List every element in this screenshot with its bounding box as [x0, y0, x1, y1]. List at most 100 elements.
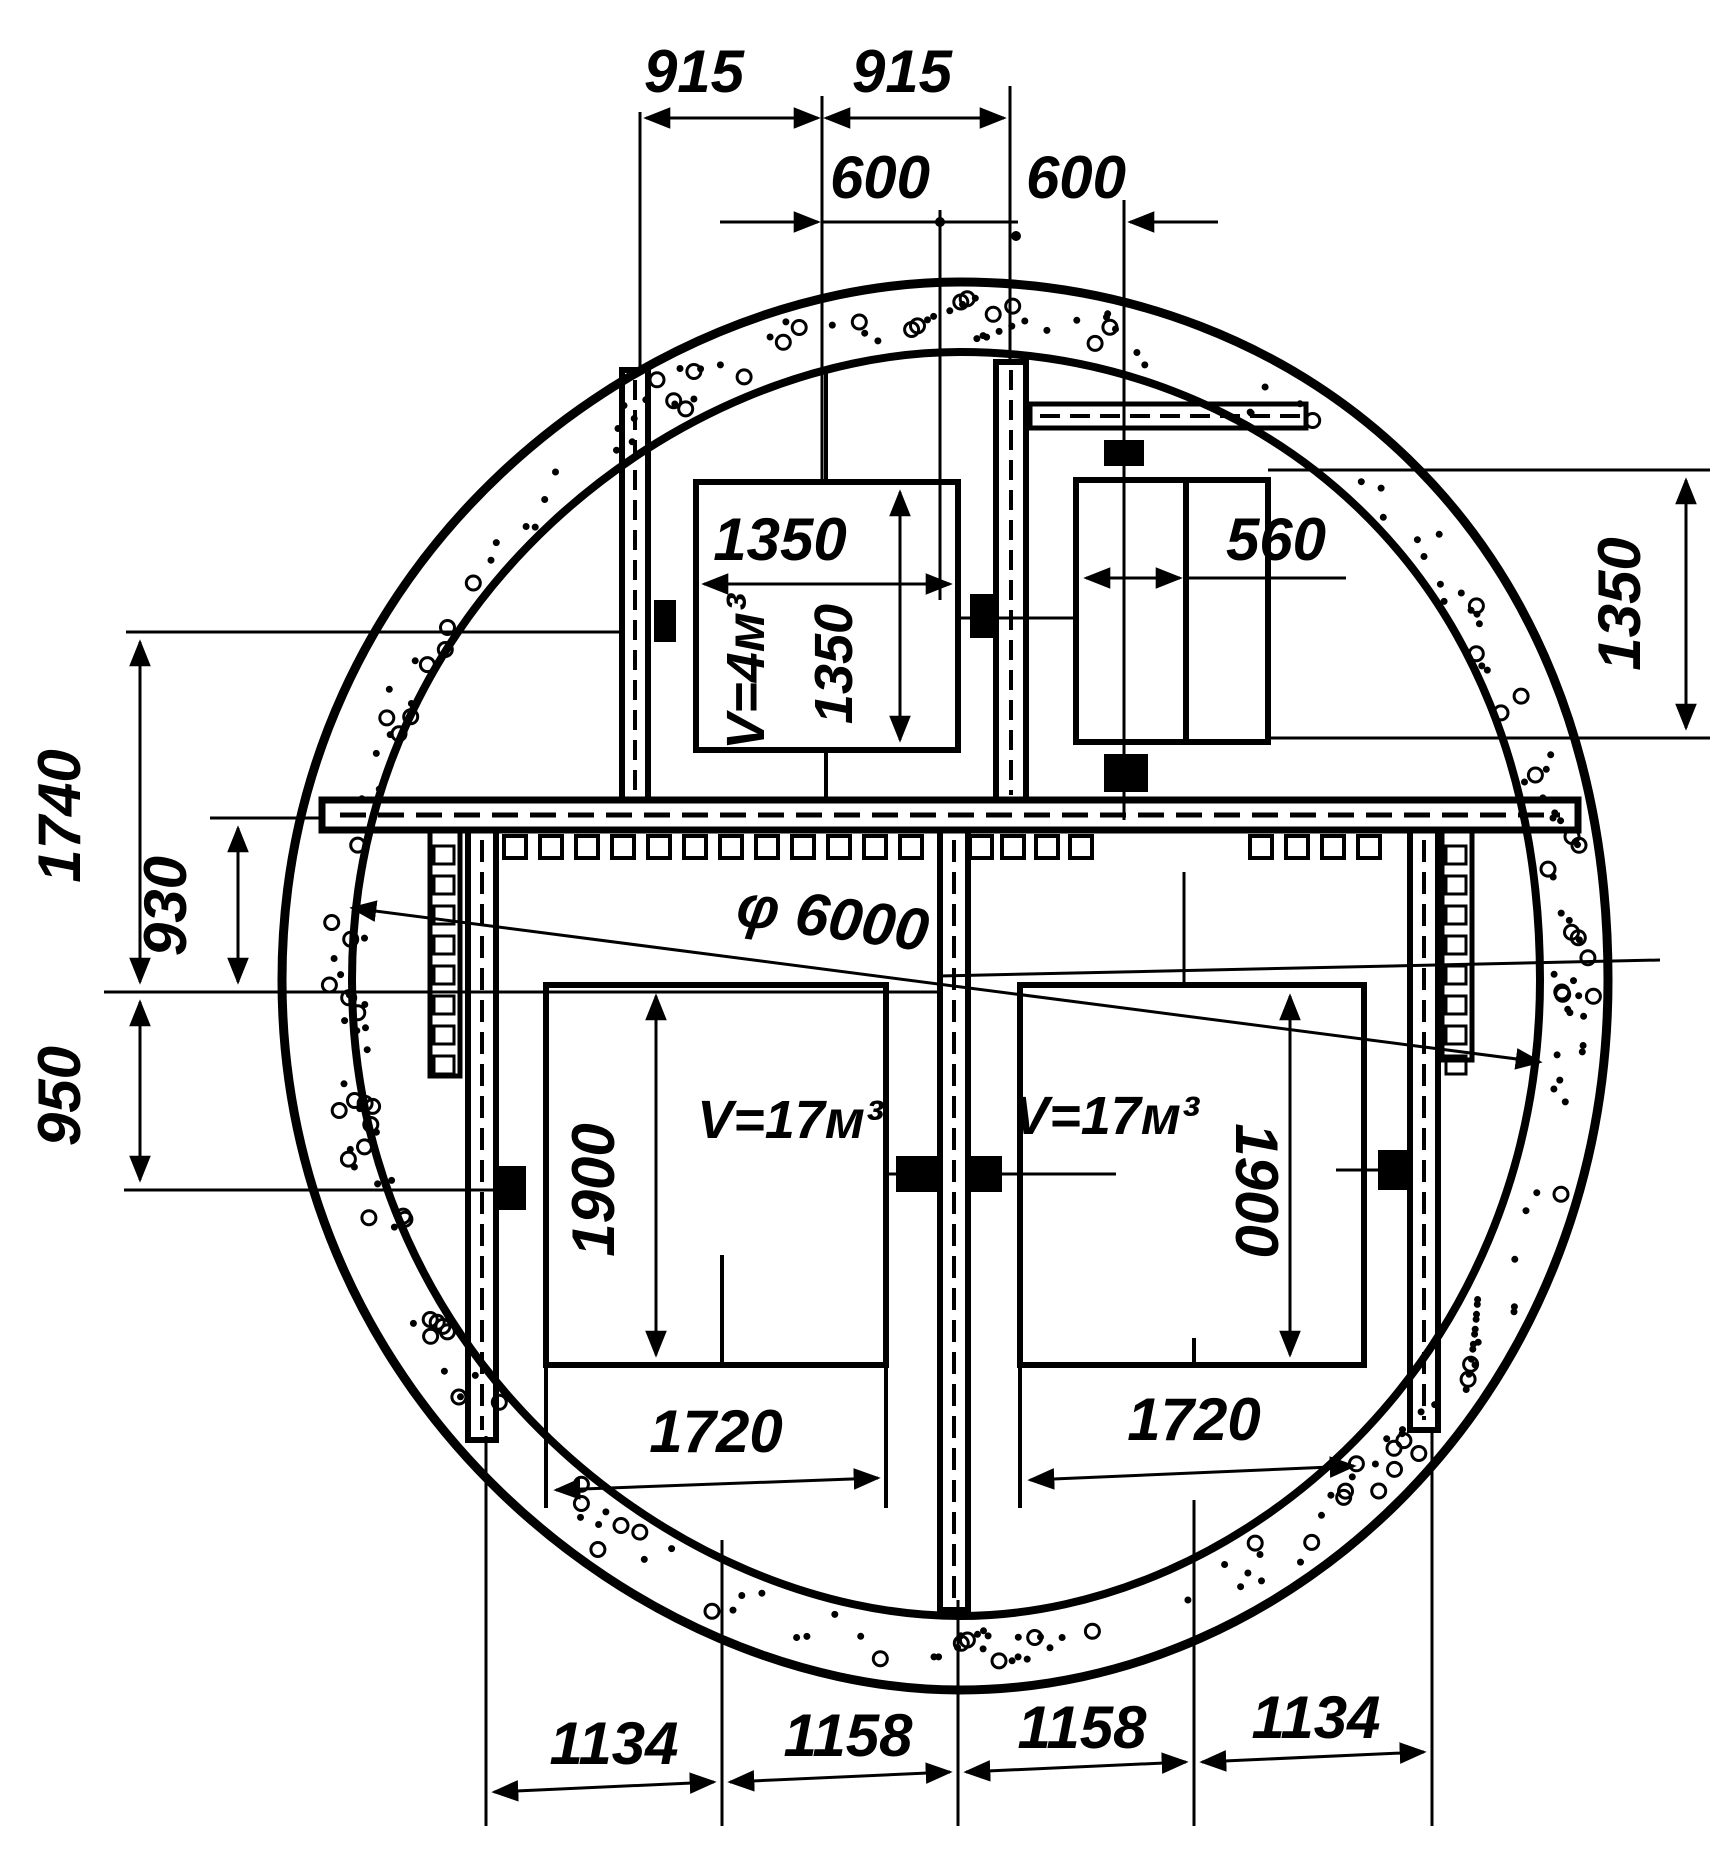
aggregate-dot — [676, 365, 684, 372]
aggregate-dot — [360, 1209, 378, 1227]
aggregate-dot — [1086, 334, 1104, 352]
aggregate-dot — [665, 392, 683, 410]
bracket-square — [646, 834, 672, 860]
ladder-rungs — [432, 834, 1468, 1076]
aggregate-dot — [1550, 1085, 1558, 1093]
aggregate-dot — [1574, 841, 1581, 849]
ladder-rung — [432, 1024, 456, 1046]
bracket-square — [1320, 834, 1346, 860]
dim-top-right-915: 915 — [852, 38, 954, 105]
aggregate-dot — [1104, 310, 1112, 318]
aggregate-dot — [1246, 1534, 1264, 1552]
aggregate-dot — [1435, 530, 1443, 538]
ladder-rung — [432, 844, 456, 866]
aggregate-dot — [595, 1521, 603, 1528]
aggregate-dot — [1584, 987, 1602, 1005]
aggregate-dot — [758, 1589, 766, 1597]
bracket-square — [1068, 834, 1094, 860]
aggregate-dot — [457, 1393, 464, 1401]
aggregate-dot — [359, 863, 367, 871]
aggregate-dot — [407, 700, 415, 707]
dim-shaft-diameter: φ 6000 — [733, 871, 933, 964]
aggregate-dot — [1483, 666, 1491, 674]
aggregate-dot — [782, 318, 790, 326]
aggregate-dot — [857, 1632, 865, 1640]
ladder-rung — [432, 1054, 456, 1076]
aggregate-dot — [685, 363, 703, 380]
aggregate-dot — [1385, 1439, 1403, 1457]
aggregate-dot — [1561, 1098, 1569, 1106]
aggregate-dot — [409, 1319, 417, 1327]
aggregate-dot — [362, 1024, 369, 1032]
aggregate-dot — [1327, 1491, 1335, 1499]
aggregate-dot — [612, 1517, 630, 1534]
aggregate-dot — [330, 955, 338, 962]
bracket-square — [502, 834, 528, 860]
aggregate-dot — [1237, 1583, 1245, 1591]
aggregate-dot — [1420, 553, 1428, 560]
ladder-rung — [432, 964, 456, 986]
lower-right-guide-beam — [1378, 827, 1475, 1433]
aggregate-dot — [1469, 1345, 1477, 1353]
aggregate-dot — [1398, 1430, 1406, 1438]
aggregate-dot — [946, 307, 954, 315]
small-tank-volume: V=4м³ — [716, 592, 776, 750]
bracket-square — [538, 834, 564, 860]
dim-left-1740: 1740 — [26, 749, 93, 882]
aggregate-dot — [1554, 985, 1572, 1003]
upper-left-guide-beam — [619, 367, 676, 803]
aggregate-dot — [1557, 909, 1565, 917]
aggregate-dot — [1579, 1042, 1587, 1049]
aggregate-dot — [980, 1627, 987, 1635]
aggregate-dot — [1258, 1577, 1265, 1585]
aggregate-dot — [1575, 936, 1583, 944]
dim-left-big-tank-height: 1900 — [560, 1123, 627, 1256]
aggregate-dot — [1549, 814, 1557, 822]
upper-center-guide-beam — [970, 359, 1029, 803]
ladder-rung — [1444, 934, 1468, 956]
dim-top-left-915: 915 — [644, 38, 746, 105]
aggregate-dot — [1141, 361, 1149, 369]
aggregate-dot — [490, 1393, 508, 1411]
aggregate-dot — [1021, 317, 1029, 325]
ladder-rung — [432, 994, 456, 1016]
aggregate-dot — [1377, 484, 1385, 492]
aggregate-dot — [631, 1523, 649, 1541]
ladder-rung — [1444, 994, 1468, 1016]
aggregate-dot — [1046, 1644, 1054, 1652]
dim-bottom-4: 1134 — [1251, 1684, 1380, 1751]
aggregate-dot — [924, 316, 931, 324]
aggregate-dot — [372, 749, 380, 757]
aggregate-dot — [774, 333, 792, 351]
dim-left-big-tank-width: 1720 — [649, 1398, 782, 1465]
aggregate-dot — [402, 708, 420, 726]
aggregate-dot — [378, 709, 396, 727]
dim-small-tank-width: 1350 — [713, 506, 846, 573]
aggregate-dot — [577, 1513, 584, 1521]
aggregate-dot — [1073, 316, 1081, 324]
aggregate-dot — [390, 725, 408, 743]
aggregate-dot — [1014, 1653, 1022, 1661]
aggregate-dot — [492, 539, 500, 547]
aggregate-dot — [339, 1150, 357, 1168]
aggregate-dot — [831, 1610, 839, 1618]
dim-right-big-tank-height: 1900 — [1223, 1123, 1290, 1256]
aggregate-dot — [1511, 1255, 1519, 1263]
aggregate-dot — [531, 523, 539, 531]
bracket-square — [1000, 834, 1026, 860]
aggregate-dot — [541, 496, 549, 503]
aggregate-dot — [346, 1145, 354, 1153]
ladder-rung — [1444, 904, 1468, 926]
aggregate-dot — [1473, 1300, 1481, 1308]
bracket-square — [1034, 834, 1060, 860]
aggregate-dot — [803, 1632, 811, 1640]
ladder-rung — [432, 874, 456, 896]
aggregate-dot — [1475, 620, 1483, 628]
aggregate-dot — [1383, 1435, 1391, 1443]
ladder-rung — [1444, 964, 1468, 986]
aggregate-dot — [984, 1632, 992, 1640]
aggregate-dot — [790, 319, 808, 336]
bracket-square — [968, 834, 994, 860]
aggregate-dot — [353, 1027, 361, 1035]
bracket-square — [718, 834, 744, 860]
